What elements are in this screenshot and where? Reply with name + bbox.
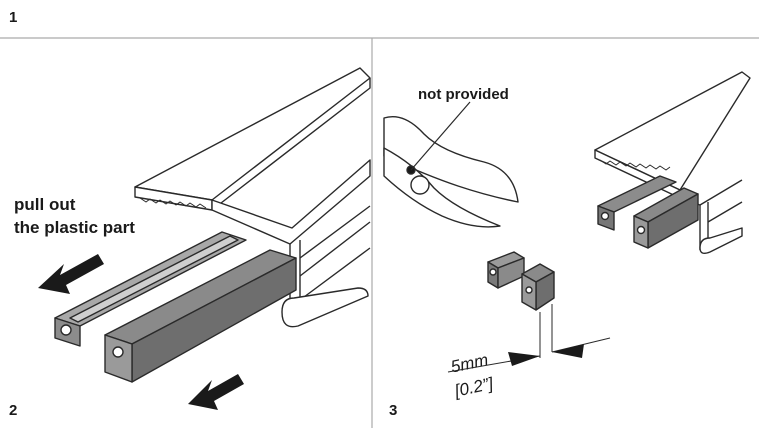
frame-borders xyxy=(0,37,759,428)
cutter-pliers-icon xyxy=(383,116,519,203)
instruction-line-1: pull out xyxy=(14,195,76,214)
instruction-line-2: the plastic part xyxy=(14,218,135,237)
panel-2-illustration xyxy=(38,67,371,410)
step-number-2: 2 xyxy=(9,402,18,419)
step-number-3: 3 xyxy=(389,402,398,419)
panel-3-illustration xyxy=(383,71,751,373)
pull-arrow-upper xyxy=(38,254,104,294)
profile-foot xyxy=(281,287,369,328)
step-number-1: 1 xyxy=(9,9,18,26)
profile-top-plate-right xyxy=(594,71,751,191)
plastic-part-groove xyxy=(69,235,239,323)
dimension-arrow-left xyxy=(508,352,540,366)
pull-arrow-lower xyxy=(188,374,244,410)
clip-rail-front xyxy=(104,334,133,383)
tool-note: not provided xyxy=(418,86,509,103)
profile-top-plate xyxy=(134,67,371,201)
dimension-arrow-right xyxy=(552,344,584,358)
